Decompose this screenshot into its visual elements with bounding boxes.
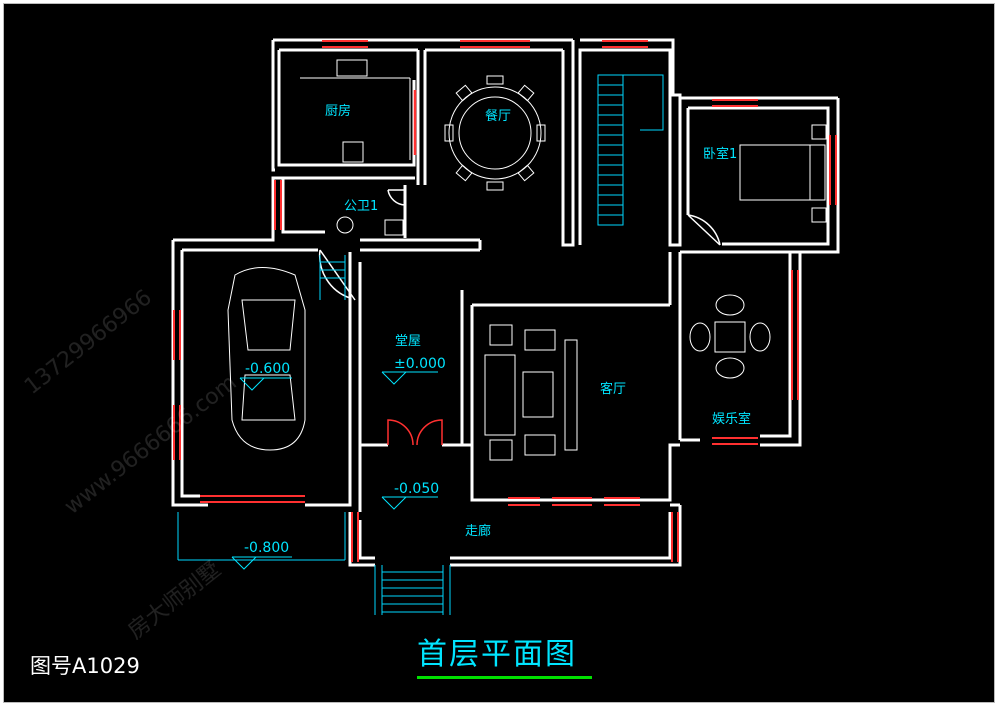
stairs	[177, 74, 664, 615]
plan-title: 首层平面图	[417, 637, 577, 672]
room-label-entertainment: 娱乐室	[712, 412, 752, 427]
room-label-kitchen: 厨房	[325, 104, 352, 119]
room-label-corridor: 走廊	[465, 524, 492, 539]
doors	[318, 189, 721, 446]
walls	[171, 38, 840, 567]
room-label-bathroom1: 公卫1	[344, 199, 379, 214]
title-underline	[417, 676, 592, 679]
room-label-dining: 餐厅	[485, 109, 512, 124]
windows	[173, 40, 837, 562]
elevation-hall: ±0.000	[394, 356, 446, 372]
drawing-number: 图号A1029	[30, 654, 140, 678]
elevation-marks	[231, 371, 438, 570]
room-label-bedroom1: 卧室1	[703, 147, 738, 162]
room-label-hall: 堂屋	[395, 334, 422, 349]
drawing-frame	[3, 3, 995, 703]
elevation-entry: -0.050	[394, 481, 440, 497]
elevation-garage: -0.600	[245, 361, 291, 377]
furniture	[227, 59, 827, 461]
room-label-living: 客厅	[600, 382, 627, 397]
elevation-outside: -0.800	[244, 540, 290, 556]
